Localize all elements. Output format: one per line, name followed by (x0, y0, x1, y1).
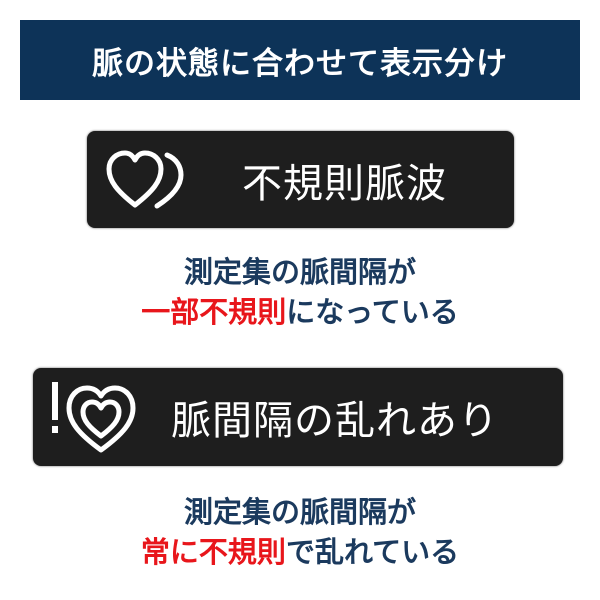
irregular-pulse-description: 測定集の脈間隔が 一部不規則になっている (0, 252, 600, 332)
indicator-label: 脈間隔の乱れあり (171, 398, 499, 444)
description-line-1: 測定集の脈間隔が (183, 255, 416, 289)
description-rest: で乱れている (285, 535, 460, 569)
exclamation-heart-icon (52, 382, 136, 453)
page-title: 脈の状態に合わせて表示分け (92, 45, 508, 82)
pulse-interval-disturbance-indicator: 脈間隔の乱れあり (33, 368, 563, 466)
description-rest: になっている (286, 295, 459, 329)
description-line-2: 一部不規則になっている (0, 292, 600, 332)
description-line-1: 測定集の脈間隔が (183, 495, 416, 529)
irregular-pulse-indicator: 不規則脈波 (87, 131, 514, 228)
indicator-label: 不規則脈波 (242, 160, 447, 207)
page-title-banner: 脈の状態に合わせて表示分け (20, 20, 580, 100)
highlight-text: 一部不規則 (141, 295, 287, 329)
highlight-text: 常に不規則 (140, 535, 286, 569)
double-heart-icon (106, 150, 184, 209)
description-line-2: 常に不規則で乱れている (0, 532, 600, 572)
pulse-interval-disturbance-description: 測定集の脈間隔が 常に不規則で乱れている (0, 492, 600, 572)
